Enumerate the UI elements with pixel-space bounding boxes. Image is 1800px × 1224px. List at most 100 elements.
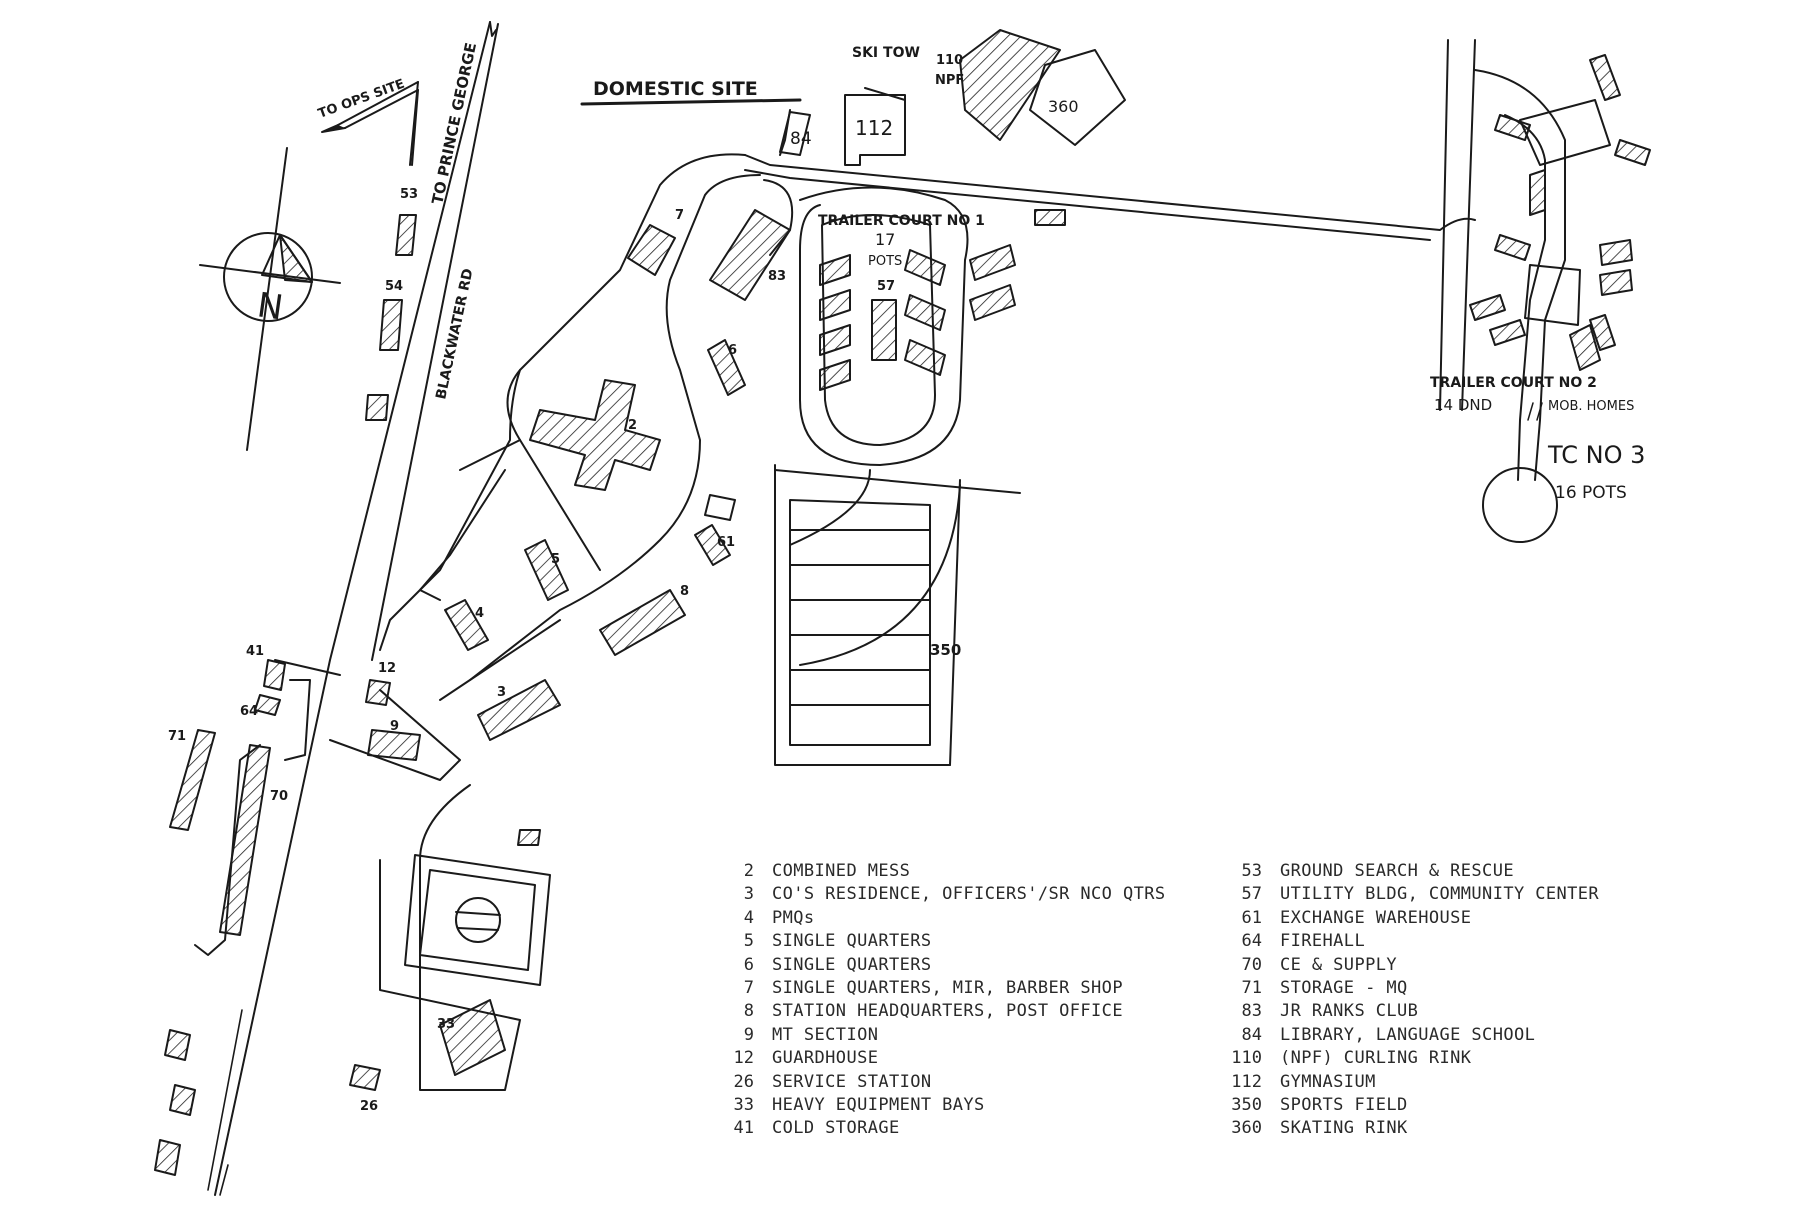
building-53 [395, 214, 417, 256]
building-33 [439, 999, 506, 1076]
building-6 [707, 339, 746, 396]
label-tc3-pots: 16 POTS [1555, 483, 1627, 503]
label-tc2-dnd: 14 DND [1434, 396, 1492, 414]
building-83-annex [763, 179, 794, 256]
num-110: 110 [936, 53, 963, 68]
label-prince-george: TO PRINCE GEORGE [428, 41, 480, 206]
num-84: 84 [790, 129, 812, 149]
building-5 [524, 539, 569, 601]
num-2: 2 [628, 418, 637, 433]
buildings [154, 29, 1651, 1176]
label-tc1-pots: POTS [868, 254, 902, 269]
building-stub [365, 394, 389, 421]
num-57: 57 [877, 279, 895, 294]
building-41 [263, 659, 286, 691]
label-trailer-court-1: TRAILER COURT NO 1 [818, 213, 985, 229]
tc2-block-lower [1524, 264, 1581, 326]
building-84 [779, 111, 811, 156]
num-112: 112 [855, 116, 893, 140]
building-71 [169, 729, 216, 831]
building-12 [365, 679, 391, 706]
num-9: 9 [390, 719, 399, 734]
ops-site-arrow [321, 81, 419, 166]
building-110 [959, 29, 1061, 141]
num-3: 3 [497, 685, 506, 700]
tc2-block-upper [1519, 99, 1611, 166]
num-12: 12 [378, 661, 396, 676]
inner-loop-road [329, 153, 1476, 781]
num-33: 33 [437, 1017, 455, 1032]
num-360: 360 [1048, 97, 1079, 116]
num-26: 26 [360, 1099, 378, 1114]
trailer-court-1-loop [799, 186, 969, 466]
num-41: 41 [246, 644, 264, 659]
building-360 [1029, 49, 1126, 146]
label-blackwater-rd: BLACKWATER RD [433, 267, 476, 401]
building-54 [379, 299, 403, 351]
building-2 [529, 379, 661, 491]
label-tc1-count: 17 [875, 230, 895, 249]
num-8: 8 [680, 584, 689, 599]
num-350: 350 [930, 641, 961, 659]
map-title: DOMESTIC SITE [593, 78, 758, 100]
building-3 [477, 679, 561, 741]
num-53: 53 [400, 187, 418, 202]
num-61: 61 [717, 535, 735, 550]
building-57 [871, 299, 897, 361]
num-4: 4 [475, 606, 484, 621]
num-83: 83 [768, 269, 786, 284]
sports-field-350 [774, 464, 1021, 766]
num-54: 54 [385, 279, 403, 294]
building-8 [599, 589, 686, 656]
label-ski-tow: SKI TOW [852, 45, 920, 61]
num-7: 7 [675, 208, 684, 223]
legend-item: 110(NPF) CURLING RINK [1231, 1048, 1472, 1069]
building-61 [694, 524, 731, 566]
building-outlines [194, 49, 1611, 1091]
building-64 [254, 694, 281, 716]
num-71: 71 [168, 729, 186, 744]
num-5: 5 [551, 552, 560, 567]
num-64: 64 [240, 704, 258, 719]
building-7 [627, 224, 676, 276]
compass-north-letter: N [255, 285, 286, 328]
building-83 [709, 209, 791, 301]
num-110-npf: NPF [935, 73, 964, 88]
building-26 [349, 1064, 381, 1091]
label-tc2-homes: MOB. HOMES [1548, 399, 1634, 414]
building-number-labels: 2 3 4 5 6 7 8 9 12 26 33 41 53 54 57 61 … [168, 53, 964, 1114]
building-9 [367, 729, 421, 761]
label-tc3: TC NO 3 [1547, 441, 1645, 469]
title-underline [580, 98, 802, 106]
label-ops-site: TO OPS SITE [316, 77, 407, 122]
highway-blackwater-road [207, 21, 499, 1196]
building-112 [844, 94, 906, 166]
num-6: 6 [728, 343, 737, 358]
num-70: 70 [270, 789, 288, 804]
label-trailer-court-2: TRAILER COURT NO 2 [1430, 375, 1597, 391]
